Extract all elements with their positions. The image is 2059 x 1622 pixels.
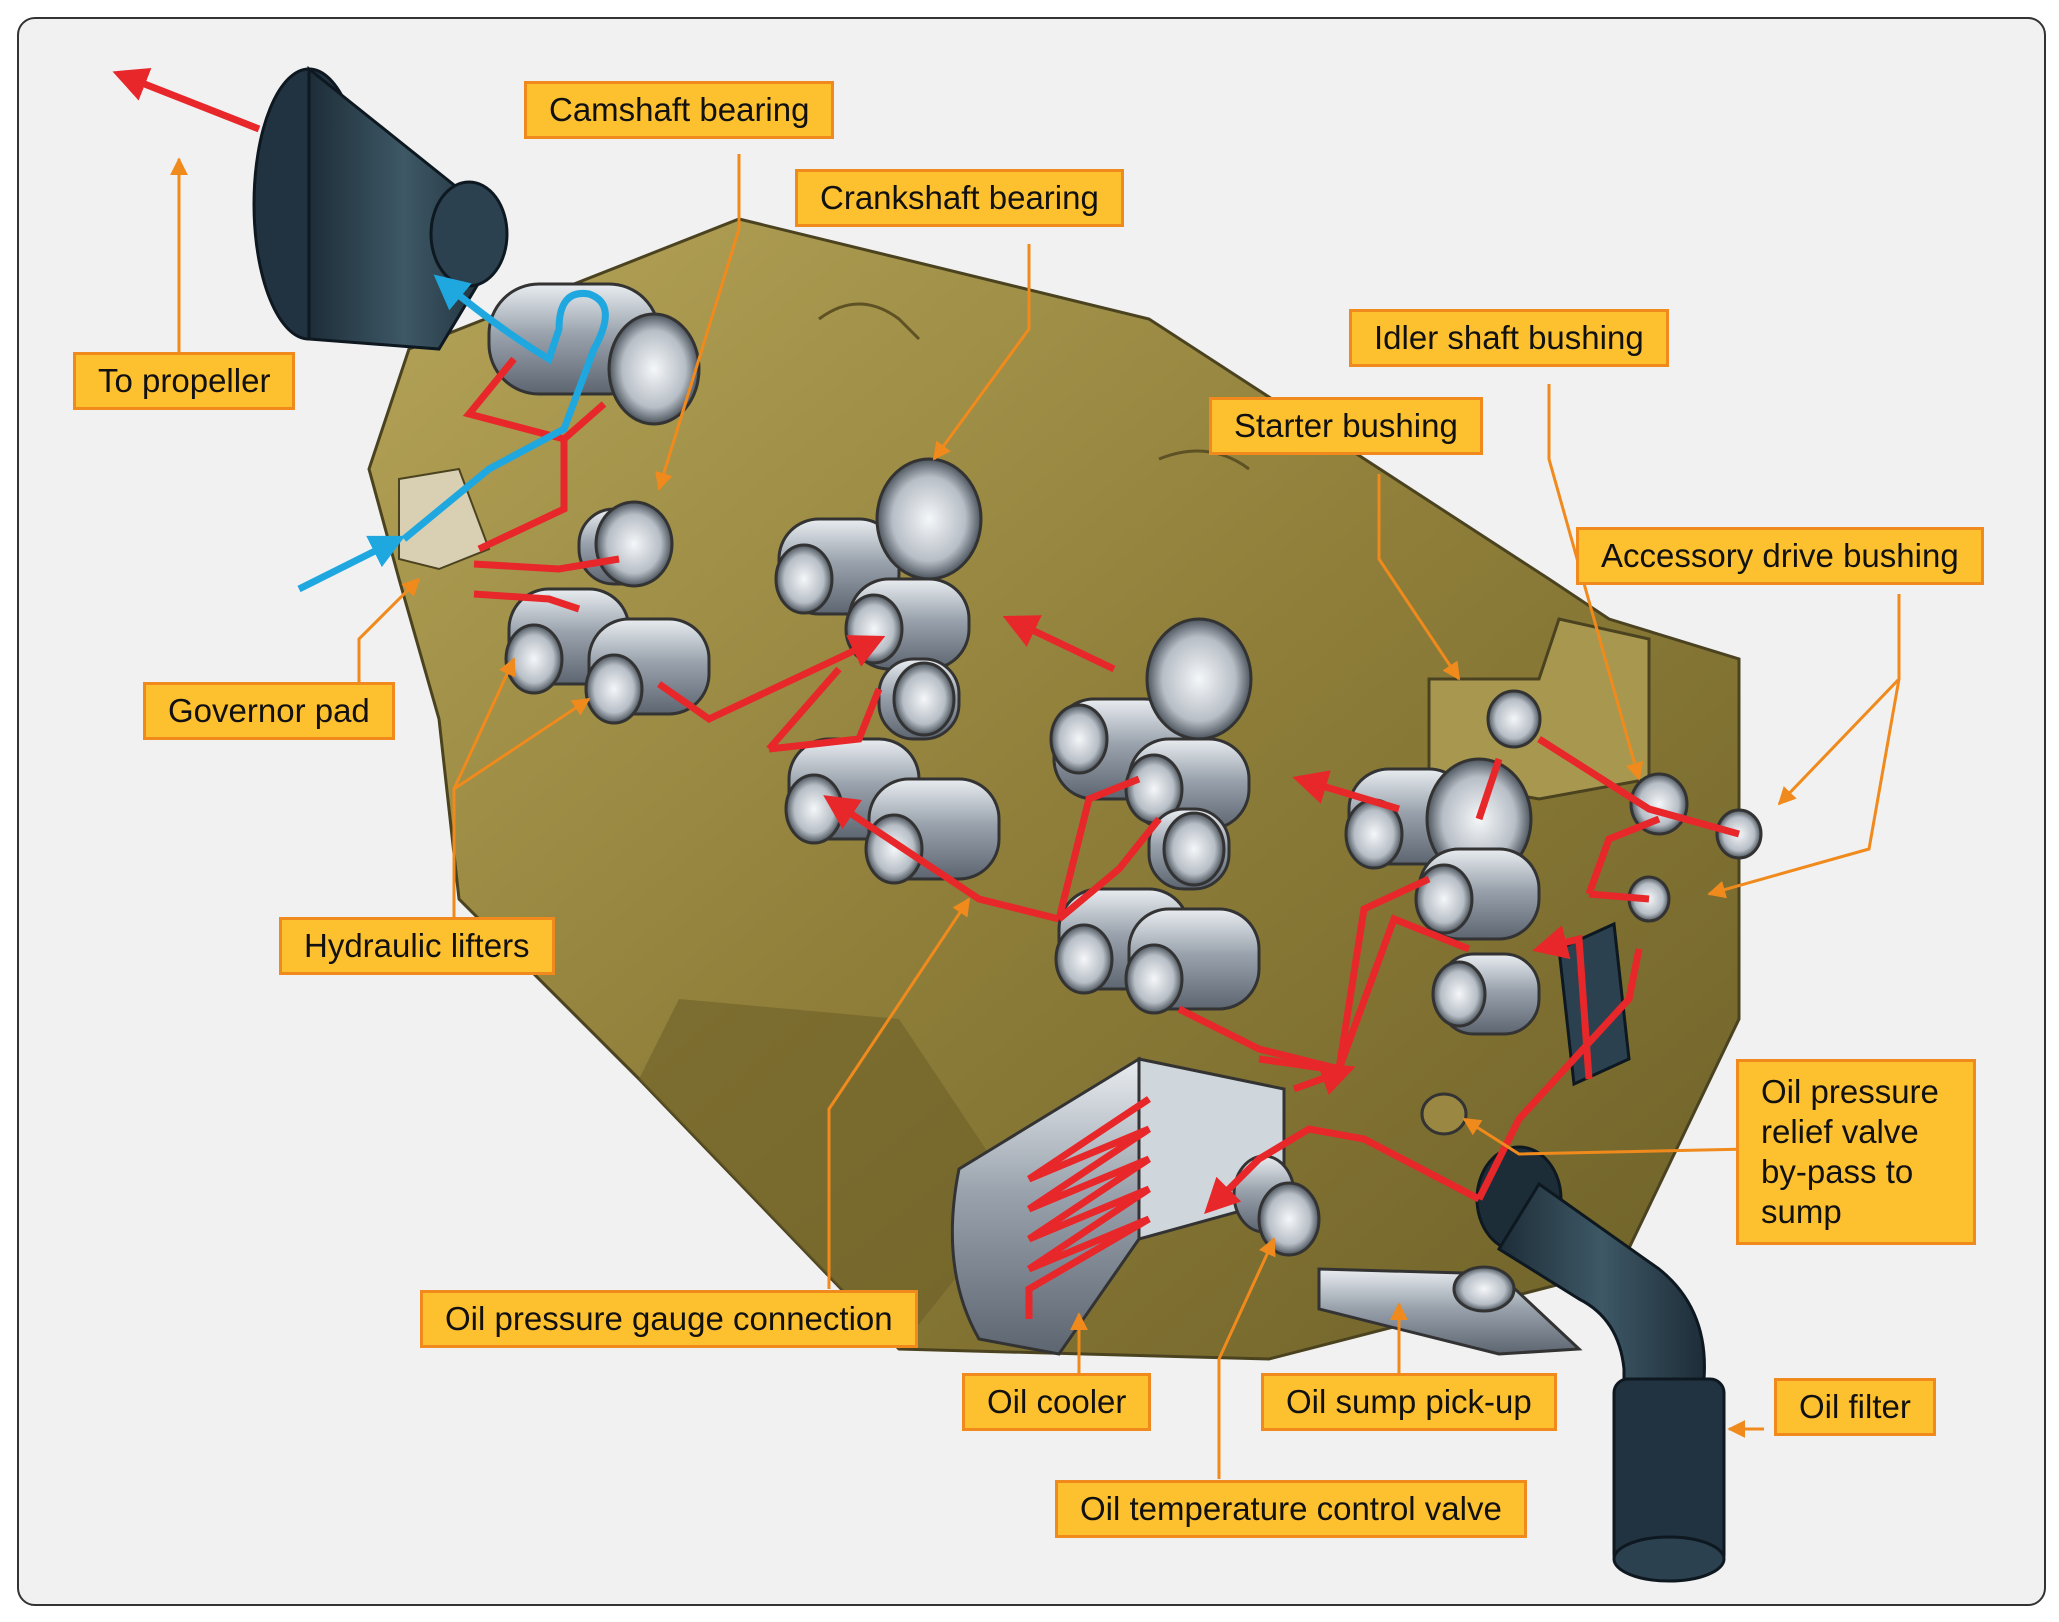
- engine-lubrication-illustration: [112, 65, 1901, 1583]
- callout-camshaft-bearing: Camshaft bearing: [524, 81, 835, 139]
- callout-hydraulic-lifters: Hydraulic lifters: [279, 917, 555, 975]
- oil-sump-pickup-tube: [1317, 1265, 1583, 1356]
- callout-governor-pad: Governor pad: [143, 682, 395, 740]
- callout-to-propeller: To propeller: [73, 352, 296, 410]
- relief-valve-part: [1420, 921, 1631, 1136]
- callout-oil-filter: Oil filter: [1774, 1378, 1936, 1436]
- callout-oil-pressure-gauge-connection: Oil pressure gauge connection: [420, 1290, 918, 1348]
- bearing-group: [487, 282, 1763, 1036]
- callout-idler-shaft-bushing: Idler shaft bushing: [1349, 309, 1669, 367]
- callout-oil-sump-pickup: Oil sump pick-up: [1261, 1373, 1557, 1431]
- callout-oil-cooler: Oil cooler: [962, 1373, 1152, 1431]
- oil-cooler-unit: [950, 1056, 1321, 1356]
- propeller-oil-line: [297, 274, 609, 593]
- oil-flow-lines: [112, 67, 1740, 1214]
- callout-oil-pressure-relief-valve: Oil pressure relief valve by-pass to sum…: [1736, 1059, 1976, 1245]
- diagram-frame: Camshaft bearing Crankshaft bearing To p…: [17, 17, 2046, 1606]
- oil-filter-unit: [1475, 1145, 1726, 1583]
- callout-accessory-drive-bushing: Accessory drive bushing: [1576, 527, 1984, 585]
- callout-starter-bushing: Starter bushing: [1209, 397, 1483, 455]
- callout-leaders: [170, 154, 1901, 1479]
- propeller-shaft: [252, 65, 509, 351]
- callout-crankshaft-bearing: Crankshaft bearing: [795, 169, 1124, 227]
- callout-oil-temperature-control-valve: Oil temperature control valve: [1055, 1480, 1527, 1538]
